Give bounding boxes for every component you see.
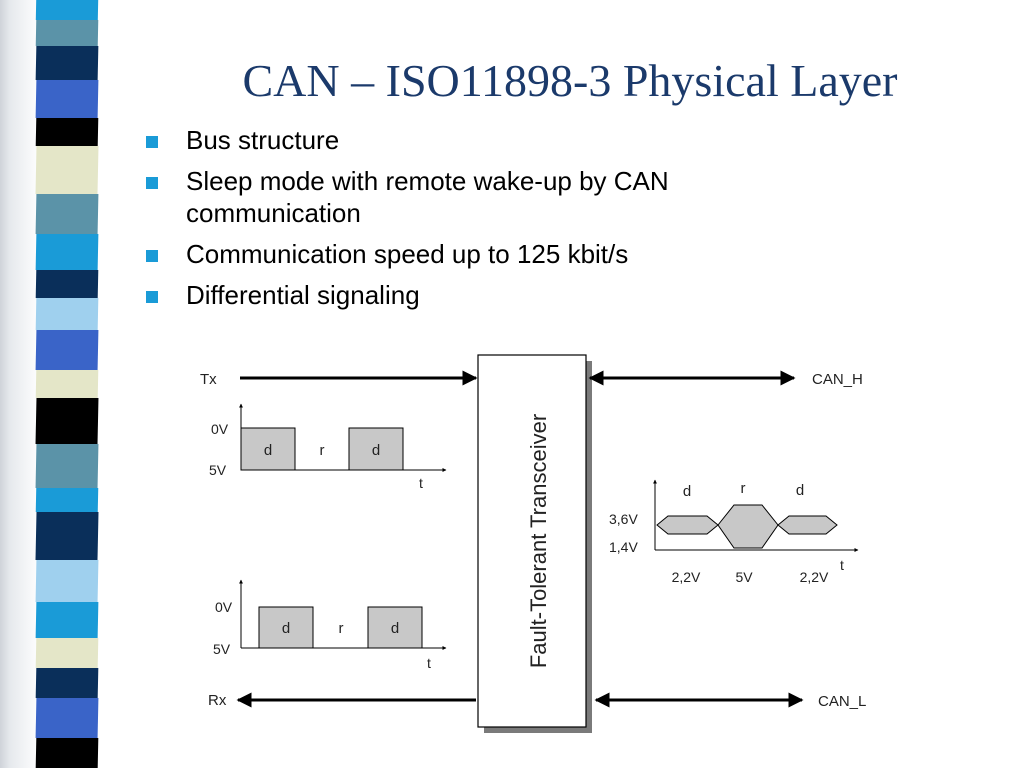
bus-dominant-shape: [777, 515, 838, 535]
bus-level-low: 1,4V: [609, 539, 638, 555]
bullet-text: Differential signaling: [186, 280, 420, 310]
bus-signal-plot: 3,6V 1,4V t d r d 2,2V 5V 2,2V: [609, 479, 859, 585]
rx-state-label: r: [339, 620, 344, 637]
bus-diff-value: 5V: [735, 569, 753, 585]
tx-state-label: d: [372, 442, 380, 459]
can-h-label: CAN_H: [812, 371, 863, 388]
slide-title: CAN – ISO11898-3 Physical Layer: [242, 55, 898, 106]
rx-dominant-box: [367, 606, 423, 649]
bullet-item: Bus structure: [146, 124, 786, 156]
tx-timing-plot: 0V 5V t d r d: [209, 403, 447, 491]
tx-dominant-box: [240, 427, 296, 471]
bullet-text: Bus structure: [186, 125, 340, 155]
square-bullet-icon: [146, 177, 158, 189]
tx-state-label: r: [320, 442, 325, 459]
tx-level-bottom: 5V: [209, 462, 227, 478]
rx-timing-plot: 0V 5V t d r d: [213, 579, 447, 671]
rx-state-label: d: [282, 620, 290, 637]
bus-dominant-shape: [656, 515, 719, 535]
bus-level-high: 3,6V: [609, 511, 638, 527]
rx-time-label: t: [427, 655, 431, 671]
bus-state-label: d: [683, 483, 691, 500]
can-l-label: CAN_L: [818, 693, 866, 710]
bus-state-label: d: [796, 482, 804, 499]
rx-level-top: 0V: [215, 599, 233, 615]
rx-label: Rx: [208, 692, 227, 709]
rx-level-bottom: 5V: [213, 641, 231, 657]
bullet-item: Communication speed up to 125 kbit/s: [146, 238, 786, 270]
bullet-item: Differential signaling: [146, 279, 786, 311]
bullet-text: Sleep mode with remote wake-up by CAN co…: [186, 166, 669, 228]
rx-state-label: d: [391, 620, 399, 637]
bus-diff-value: 2,2V: [800, 569, 829, 585]
bus-state-label: r: [741, 480, 746, 497]
bus-time-label: t: [840, 557, 844, 573]
decorative-left-strip: [0, 0, 118, 768]
tx-dominant-box: [348, 427, 404, 471]
square-bullet-icon: [146, 291, 158, 303]
tx-level-top: 0V: [211, 421, 229, 437]
square-bullet-icon: [146, 250, 158, 262]
tx-time-label: t: [419, 475, 423, 491]
bullet-item: Sleep mode with remote wake-up by CAN co…: [146, 165, 786, 229]
bus-recessive-shape: [717, 504, 779, 549]
rx-dominant-box: [258, 606, 314, 649]
bus-diff-value: 2,2V: [672, 569, 701, 585]
transceiver-label: Fault-Tolerant Transceiver: [526, 414, 551, 668]
tx-label: Tx: [200, 371, 217, 388]
tx-state-label: d: [264, 442, 272, 459]
bullet-list: Bus structure Sleep mode with remote wak…: [146, 124, 786, 320]
transceiver-box: Fault-Tolerant Transceiver: [477, 354, 592, 733]
bullet-text: Communication speed up to 125 kbit/s: [186, 239, 629, 269]
square-bullet-icon: [146, 136, 158, 148]
